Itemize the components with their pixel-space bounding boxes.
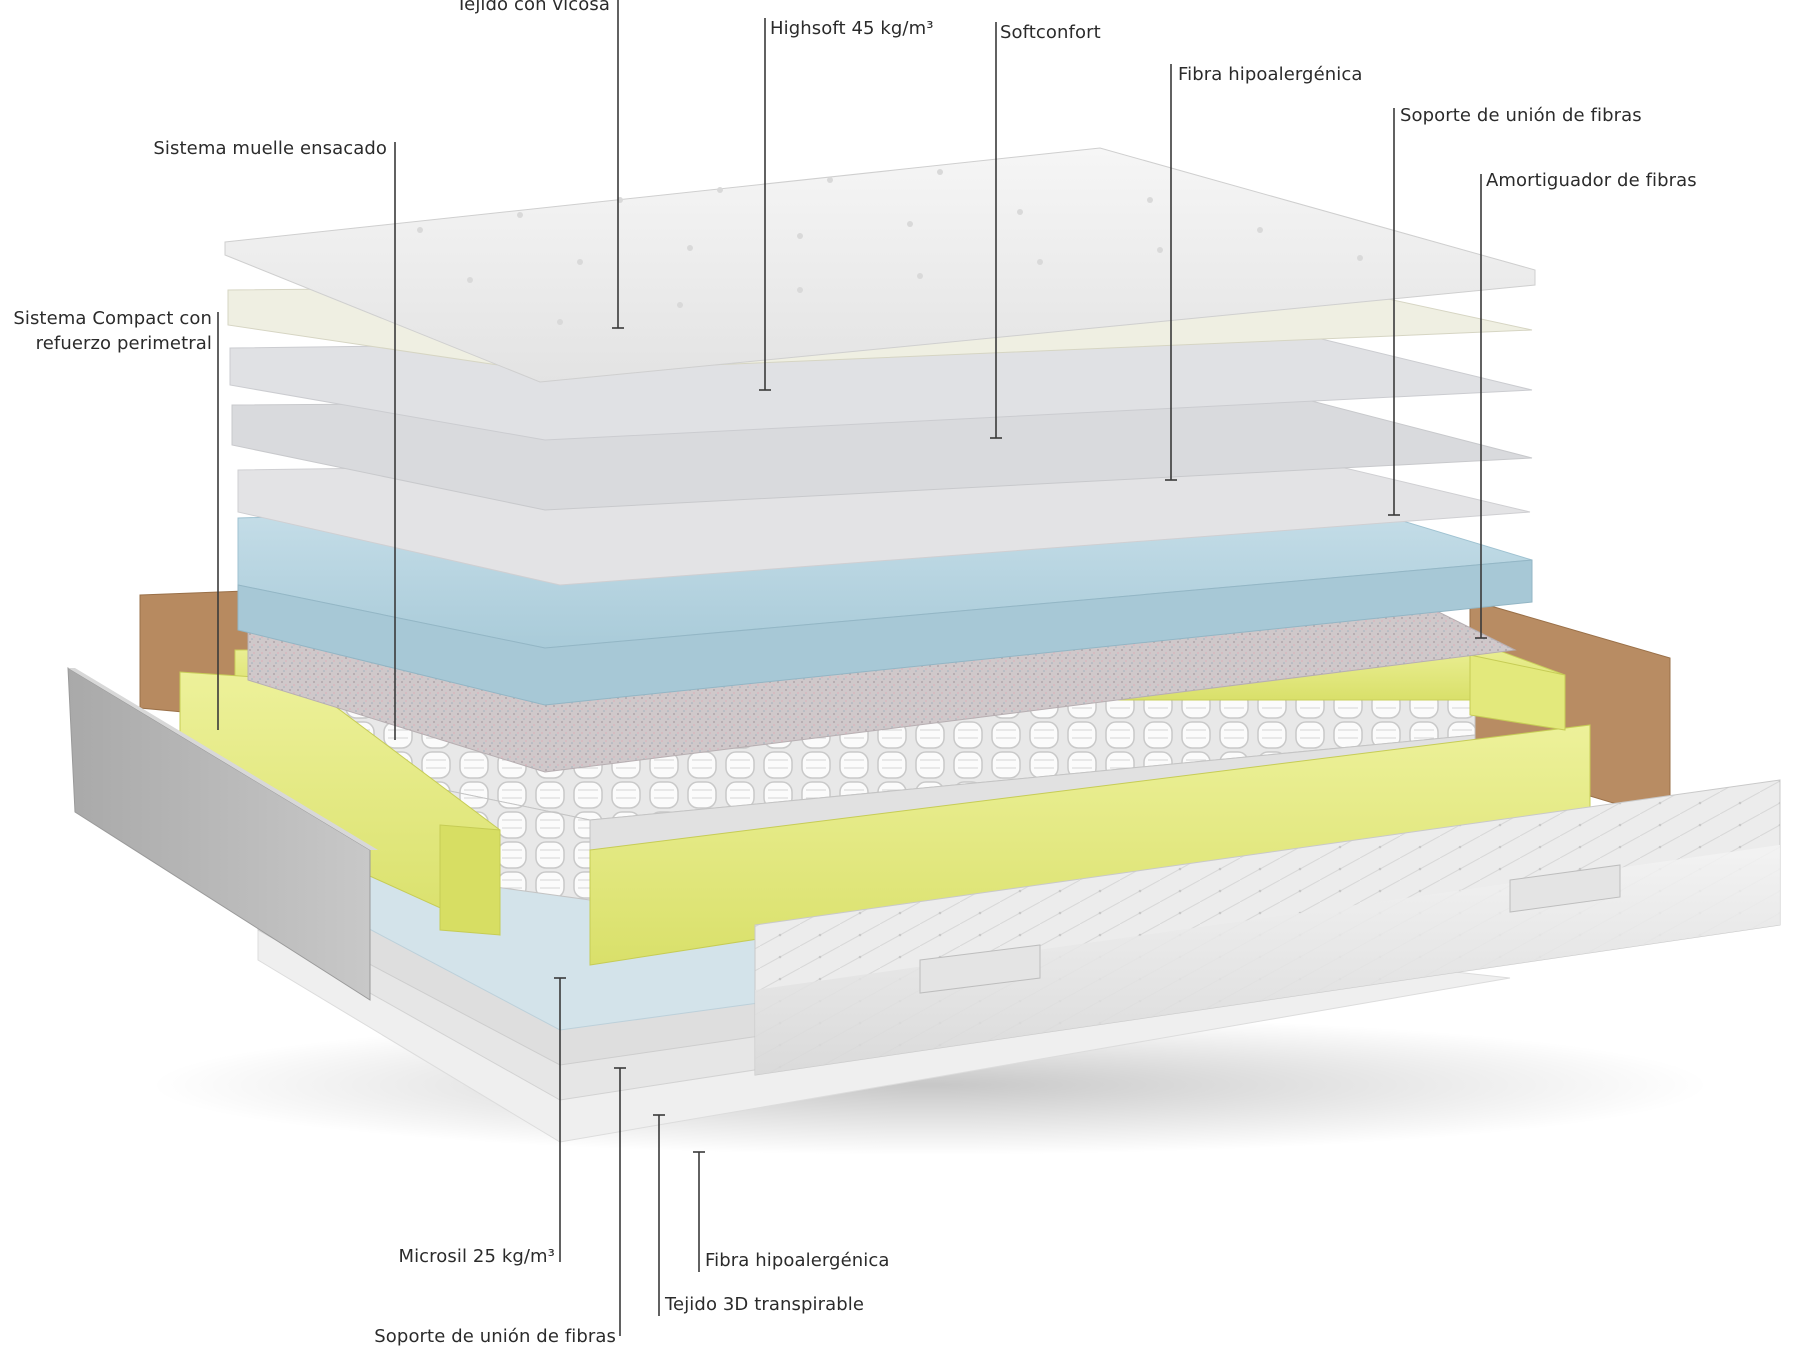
leader-lines	[217, 0, 1482, 1336]
label-soporte-top: Soporte de unión de fibras	[1400, 105, 1642, 126]
label-softconfort: Softconfort	[1000, 22, 1101, 43]
front-panel-handle-left	[919, 944, 1041, 994]
label-compact-line1: Sistema Compact con	[13, 308, 212, 329]
label-fibra-top: Fibra hipoalergénica	[1178, 64, 1363, 85]
label-soporte-bottom: Soporte de unión de fibras	[374, 1326, 616, 1347]
layer-top-fabric	[224, 147, 1536, 383]
label-fibra-bottom: Fibra hipoalergénica	[705, 1250, 890, 1271]
label-tejido-viscosa: Tejido con vicosa	[456, 0, 610, 15]
label-compact-line2: refuerzo perimetral	[35, 333, 212, 354]
yellow-foam-left-face	[439, 824, 501, 936]
label-microsil: Microsil 25 kg/m³	[398, 1246, 555, 1267]
layer-blue-foam-front	[237, 559, 1533, 706]
label-tejido-3d: Tejido 3D transpirable	[665, 1294, 865, 1315]
yellow-foam-right	[1469, 654, 1566, 731]
label-amortiguador: Amortiguador de fibras	[1486, 170, 1697, 191]
front-panel-handle-right	[1509, 864, 1621, 913]
top-fabric-tufts	[417, 169, 1363, 325]
label-muelle: Sistema muelle ensacado	[153, 138, 387, 159]
label-highsoft: Highsoft 45 kg/m³	[770, 18, 934, 39]
side-panel-left-edge	[68, 668, 378, 850]
leader-ticks	[554, 327, 1487, 1153]
